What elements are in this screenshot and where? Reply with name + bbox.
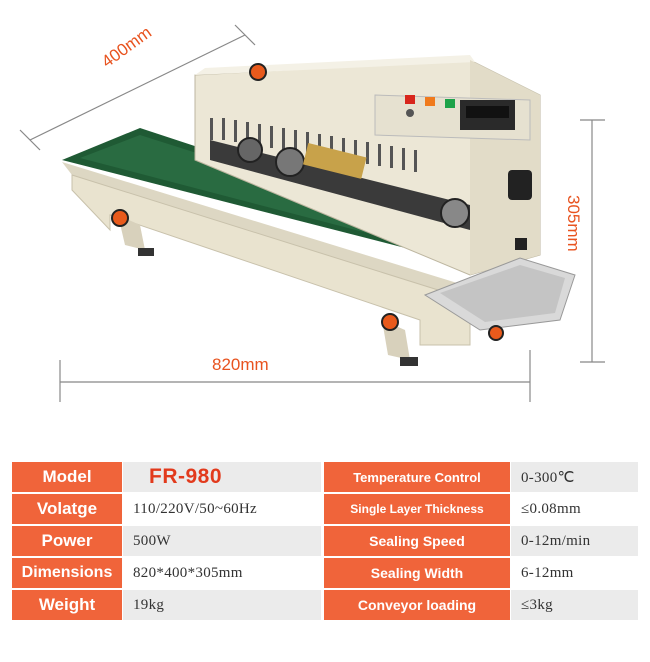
spec-row-voltage: Volatge 110/220V/50~60Hz Single Layer Th…: [12, 494, 638, 526]
spec-row-power: Power 500W Sealing Speed 0-12m/min: [12, 526, 638, 558]
spec-label: Weight: [12, 590, 122, 620]
power-switch-icon: [405, 95, 415, 104]
spec-value: 6-12mm: [511, 558, 638, 588]
spec-value: 500W: [123, 526, 321, 556]
dimension-lines: [19, 24, 605, 402]
spec-label: Model: [12, 462, 122, 492]
spec-label: Power: [12, 526, 122, 556]
spec-value: 0-12m/min: [511, 526, 638, 556]
spec-row-model: Model FR-980 Temperature Control 0-300℃: [12, 462, 638, 494]
spec-value: 820*400*305mm: [123, 558, 321, 588]
spec-label: Sealing Speed: [324, 526, 510, 556]
spec-label: Conveyor loading: [324, 590, 510, 620]
height-dimension-label: 305mm: [564, 195, 583, 252]
top-knob-icon: [249, 63, 267, 81]
model-value: FR-980: [123, 462, 321, 492]
spec-label: Volatge: [12, 494, 122, 524]
spec-value: ≤3kg: [511, 590, 638, 620]
spec-label: Temperature Control: [324, 462, 510, 492]
spec-value: 19kg: [123, 590, 321, 620]
spec-row-dimensions: Dimensions 820*400*305mm Sealing Width 6…: [12, 558, 638, 590]
spec-label: Dimensions: [12, 558, 122, 588]
spec-label: Sealing Width: [324, 558, 510, 588]
spec-row-weight: Weight 19kg Conveyor loading ≤3kg: [12, 590, 638, 622]
spec-table: Model FR-980 Temperature Control 0-300℃ …: [12, 462, 638, 622]
length-dimension-label: 820mm: [212, 355, 269, 374]
spec-value: ≤0.08mm: [511, 494, 638, 524]
spec-label: Single Layer Thickness: [324, 494, 510, 524]
band-sealer-illustration: [19, 24, 605, 402]
spec-value: 0-300℃: [511, 462, 638, 492]
spec-value: 110/220V/50~60Hz: [123, 494, 321, 524]
product-photo: 400mm 820mm 305mm: [19, 23, 605, 402]
